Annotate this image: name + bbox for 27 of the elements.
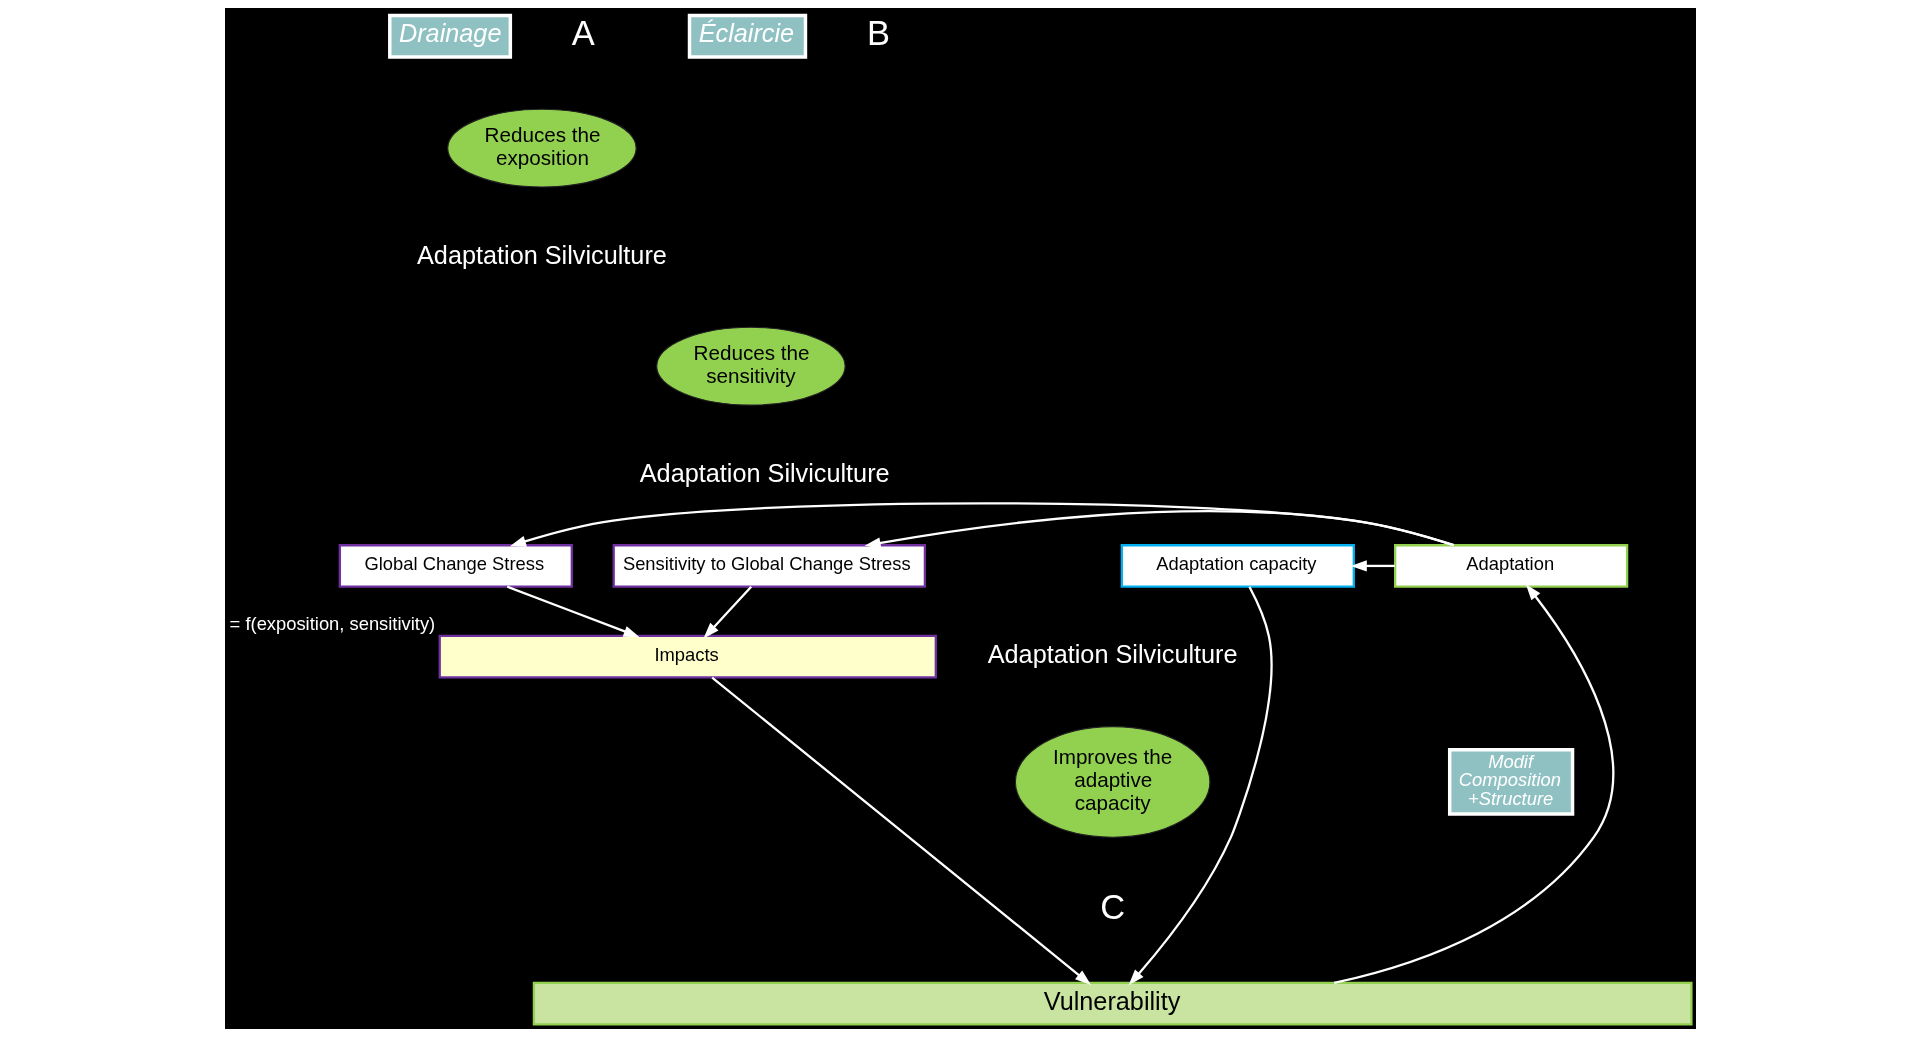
arrow <box>1128 586 1273 986</box>
arrow <box>1350 560 1395 572</box>
node-box: Modif Composition +Structure <box>1447 748 1575 816</box>
node-ellipse: Improves the adaptive capacity <box>1014 726 1211 838</box>
node-box: Vulnerability <box>532 981 1693 1026</box>
arrow <box>703 585 753 639</box>
label: Adaptation Silviculture <box>639 458 890 487</box>
label: Adaptation Silviculture <box>417 240 667 269</box>
node-box: Drainage <box>388 13 513 59</box>
node-label: = f(exposition, sensitivity) <box>229 613 436 634</box>
label: A <box>571 13 595 52</box>
node-box: Global Change Stress <box>338 544 573 588</box>
node-box: Adaptation capacity <box>1120 544 1355 588</box>
arrow <box>711 676 1092 985</box>
label: C <box>1100 887 1126 926</box>
node-box: Sensitivity to Global Change Stress <box>612 544 927 588</box>
arrow <box>509 502 1455 547</box>
node-box: Impacts <box>438 634 937 679</box>
label: B <box>866 13 890 52</box>
node-ellipse: Reduces the sensitivity <box>656 326 846 406</box>
arrow <box>506 585 640 638</box>
node-box: Adaptation <box>1394 544 1629 588</box>
arrow <box>864 510 1455 549</box>
node-ellipse: Reduces the exposition <box>447 108 637 188</box>
node-box: Éclaircie <box>687 13 808 59</box>
arrow <box>1333 584 1615 984</box>
label: Adaptation Silviculture <box>987 640 1238 669</box>
